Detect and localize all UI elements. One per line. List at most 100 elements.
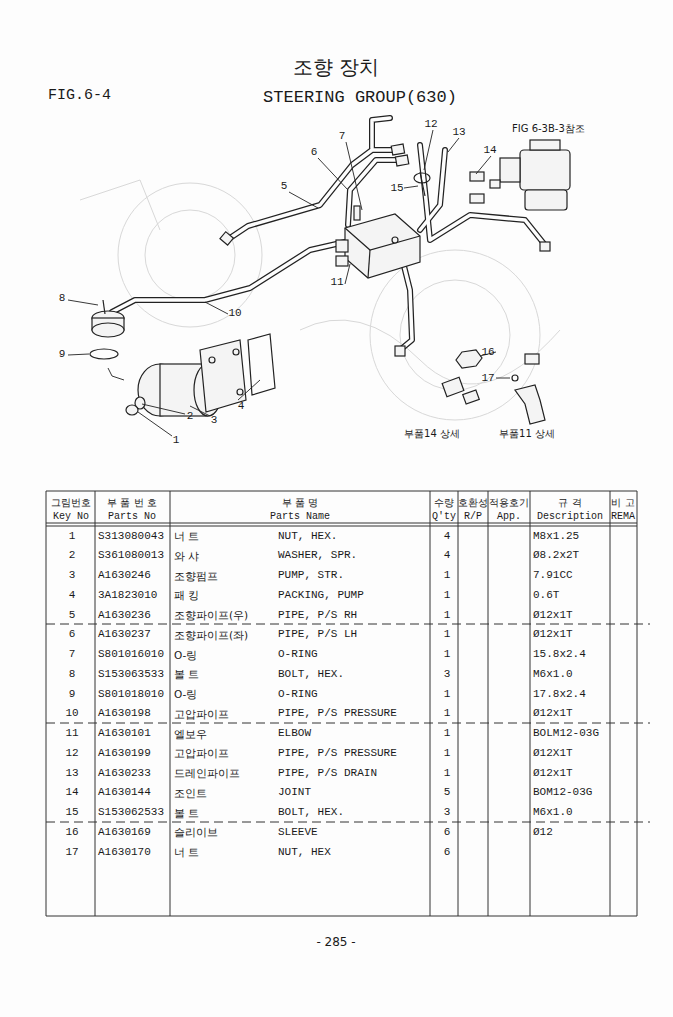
table-header: 적용호기 bbox=[489, 498, 529, 508]
description: Ø12x1T bbox=[533, 610, 573, 621]
korean-title: 조향 장치 bbox=[293, 57, 379, 77]
quantity: 4 bbox=[444, 550, 451, 561]
callout-number: 1 bbox=[173, 435, 180, 446]
description: M8x1.25 bbox=[533, 531, 579, 542]
part-number: S153062533 bbox=[98, 807, 164, 818]
quantity: 1 bbox=[444, 768, 451, 779]
part-name: SLEEVE bbox=[278, 827, 318, 838]
quantity: 6 bbox=[444, 827, 451, 838]
reference-note: FIG 6-3B-3참조 bbox=[512, 124, 585, 134]
key-number: 5 bbox=[69, 610, 76, 621]
callout-number: 9 bbox=[59, 349, 66, 360]
korean-part-name: 조향파이프(좌) bbox=[174, 630, 248, 641]
part-number: S361080013 bbox=[98, 550, 164, 561]
callout-number: 15 bbox=[390, 183, 403, 194]
quantity: 1 bbox=[444, 708, 451, 719]
part-number: S153063533 bbox=[98, 669, 164, 680]
quantity: 4 bbox=[444, 531, 451, 542]
callout-number: 11 bbox=[330, 277, 343, 288]
part-name: NUT, HEX. bbox=[278, 531, 337, 542]
quantity: 1 bbox=[444, 748, 451, 759]
key-number: 6 bbox=[69, 629, 76, 640]
table-header: 규 격 bbox=[558, 498, 581, 508]
description: Ø12x1T bbox=[533, 768, 573, 779]
table-header: App. bbox=[497, 512, 521, 522]
description: BOLM12-03G bbox=[533, 728, 599, 739]
table-header: Q'ty bbox=[432, 512, 456, 522]
table-header: REMA bbox=[611, 512, 635, 522]
table-header: 부 품 명 bbox=[282, 498, 318, 508]
korean-part-name: O-링 bbox=[174, 650, 197, 661]
key-number: 11 bbox=[65, 728, 78, 739]
korean-part-name: 드레인파이프 bbox=[174, 768, 240, 779]
description: Ø8.2x2T bbox=[533, 550, 579, 561]
korean-part-name: O-링 bbox=[174, 689, 197, 700]
key-number: 1 bbox=[69, 531, 76, 542]
quantity: 1 bbox=[444, 728, 451, 739]
part-name: PIPE, P/S RH bbox=[278, 610, 357, 621]
description: M6x1.0 bbox=[533, 669, 573, 680]
callout-number: 4 bbox=[238, 401, 245, 412]
key-number: 8 bbox=[69, 669, 76, 680]
table-header: Description bbox=[537, 512, 603, 522]
page-number: - 285 - bbox=[316, 936, 355, 948]
description: BOM12-03G bbox=[533, 787, 592, 798]
part-name: PIPE, P/S DRAIN bbox=[278, 768, 377, 779]
callout-number: 5 bbox=[281, 181, 288, 192]
callout-number: 10 bbox=[228, 308, 241, 319]
quantity: 1 bbox=[444, 689, 451, 700]
description: Ø12 bbox=[533, 827, 553, 838]
callout-number: 17 bbox=[481, 373, 494, 384]
key-number: 14 bbox=[65, 787, 78, 798]
quantity: 3 bbox=[444, 807, 451, 818]
part-number: A1630169 bbox=[98, 827, 151, 838]
part-number: A1630101 bbox=[98, 728, 151, 739]
part-name: WASHER, SPR. bbox=[278, 550, 357, 561]
callout-number: 3 bbox=[211, 415, 218, 426]
part-number: A1630199 bbox=[98, 748, 151, 759]
callout-number: 14 bbox=[483, 145, 496, 156]
description: Ø12x1T bbox=[533, 629, 573, 640]
korean-part-name: 볼 트 bbox=[174, 808, 199, 819]
korean-part-name: 너 트 bbox=[174, 531, 199, 542]
key-number: 15 bbox=[65, 807, 78, 818]
part-name: BOLT, HEX. bbox=[278, 807, 344, 818]
part-name: PACKING, PUMP bbox=[278, 590, 364, 601]
table-header: 호환성 bbox=[458, 498, 488, 508]
korean-part-name: 고압파이프 bbox=[174, 748, 229, 759]
korean-part-name: 조인트 bbox=[174, 788, 207, 799]
description: Ø12x1T bbox=[533, 708, 573, 719]
quantity: 1 bbox=[444, 629, 451, 640]
description: 0.6T bbox=[533, 590, 559, 601]
callout-number: 12 bbox=[424, 119, 437, 130]
quantity: 5 bbox=[444, 787, 451, 798]
korean-part-name: 와 샤 bbox=[174, 551, 199, 562]
part-number: S801016010 bbox=[98, 649, 164, 660]
description: Ø12X1T bbox=[533, 748, 573, 759]
detail-note: 부품11 상세 bbox=[499, 429, 555, 439]
key-number: 7 bbox=[69, 649, 76, 660]
table-header: R/P bbox=[464, 512, 482, 522]
part-number: A1630198 bbox=[98, 708, 151, 719]
part-number: A1630246 bbox=[98, 570, 151, 581]
quantity: 1 bbox=[444, 590, 451, 601]
key-number: 2 bbox=[69, 550, 76, 561]
detail-note: 부품14 상세 bbox=[404, 429, 460, 439]
key-number: 13 bbox=[65, 768, 78, 779]
part-number: S313080043 bbox=[98, 531, 164, 542]
part-number: A1630236 bbox=[98, 610, 151, 621]
description: 7.91CC bbox=[533, 570, 573, 581]
quantity: 6 bbox=[444, 847, 451, 858]
description: 17.8x2.4 bbox=[533, 689, 586, 700]
korean-part-name: 슬리이브 bbox=[174, 827, 218, 838]
korean-part-name: 엘보우 bbox=[174, 729, 207, 740]
table-header: 그림번호 bbox=[51, 498, 91, 508]
part-name: O-RING bbox=[278, 649, 318, 660]
table-header: Parts Name bbox=[270, 512, 330, 522]
part-name: PUMP, STR. bbox=[278, 570, 344, 581]
part-name: BOLT, HEX. bbox=[278, 669, 344, 680]
part-number: 3A1823010 bbox=[98, 590, 157, 601]
table-header: Key No bbox=[53, 512, 89, 522]
